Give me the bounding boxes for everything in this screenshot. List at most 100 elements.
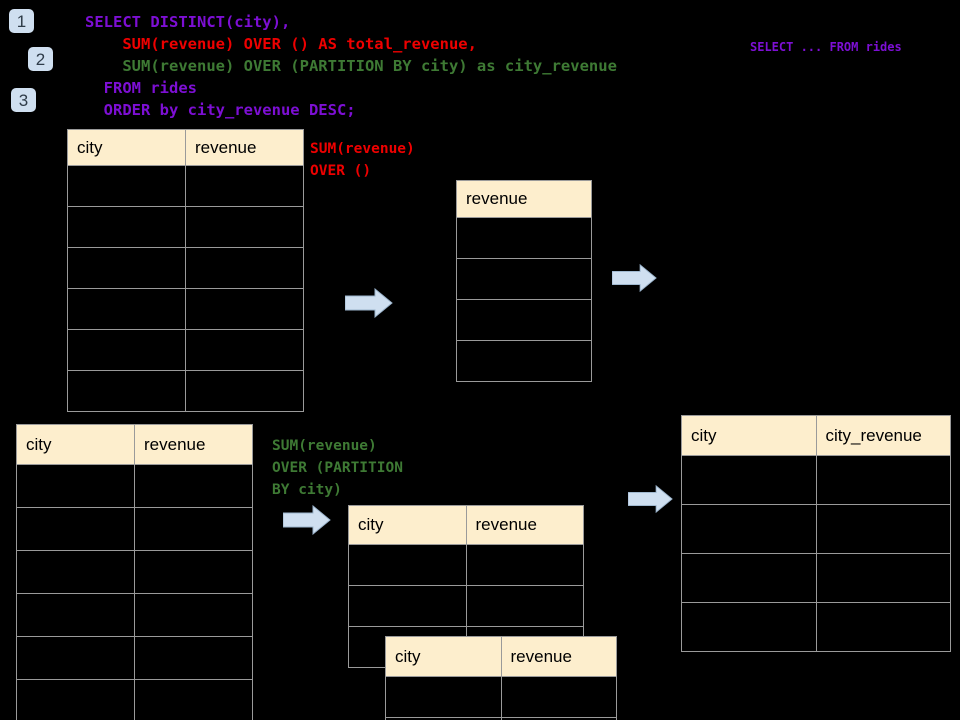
table-cell	[456, 340, 592, 382]
table-row	[67, 288, 304, 330]
table-row	[456, 299, 592, 341]
sql-side-note: SELECT ... FROM rides	[750, 40, 902, 54]
column-header-city: city	[385, 636, 502, 677]
table-row	[456, 217, 592, 259]
table-row	[16, 636, 253, 680]
table-header-row: city revenue	[67, 129, 304, 166]
table-cell	[16, 636, 135, 680]
table-cell	[815, 602, 951, 652]
table-cell	[134, 550, 253, 594]
table-source-rides-bottom: city revenue	[16, 424, 253, 720]
table-body	[385, 676, 617, 720]
column-header-revenue: revenue	[185, 129, 304, 166]
table-row	[67, 329, 304, 371]
table-cell	[456, 217, 592, 259]
table-cell	[134, 593, 253, 637]
sql-line-order-by: ORDER by city_revenue DESC;	[85, 101, 356, 119]
table-row	[67, 165, 304, 207]
table-row	[681, 602, 951, 652]
table-cell	[134, 507, 253, 551]
table-row	[385, 717, 617, 720]
table-cell	[134, 636, 253, 680]
table-cell	[465, 544, 584, 586]
sql-line-city-revenue: SUM(revenue) OVER (PARTITION BY city) as…	[85, 57, 617, 75]
table-cell	[16, 593, 135, 637]
table-cell	[67, 165, 186, 207]
table-result-city-revenue: city city_revenue	[681, 415, 951, 652]
column-header-revenue: revenue	[134, 424, 253, 465]
table-total-revenue: revenue	[456, 180, 592, 382]
table-row	[348, 544, 584, 586]
column-header-revenue: revenue	[500, 636, 617, 677]
table-cell	[815, 504, 951, 554]
table-header-row: city revenue	[348, 505, 584, 545]
arrow-right-icon	[283, 505, 331, 535]
arrow-right-icon	[612, 263, 657, 293]
step-badge-2: 2	[28, 47, 53, 71]
column-header-city-revenue: city_revenue	[815, 415, 951, 456]
table-cell	[134, 464, 253, 508]
table-cell	[185, 288, 304, 330]
table-cell	[681, 504, 817, 554]
table-cell	[348, 544, 467, 586]
table-body	[456, 217, 592, 382]
table-cell	[815, 553, 951, 603]
table-source-rides-top: city revenue	[67, 129, 304, 412]
table-row	[16, 679, 253, 720]
table-cell	[185, 329, 304, 371]
table-cell	[348, 585, 467, 627]
table-cell	[456, 258, 592, 300]
table-header-row: city city_revenue	[681, 415, 951, 456]
table-cell	[67, 206, 186, 248]
sql-code-block: SELECT DISTINCT(city), SUM(revenue) OVER…	[85, 11, 617, 121]
column-header-revenue: revenue	[456, 180, 592, 218]
table-row	[681, 455, 951, 505]
table-cell	[456, 299, 592, 341]
table-cell	[185, 247, 304, 289]
table-row	[385, 676, 617, 718]
table-cell	[185, 370, 304, 412]
table-row	[16, 593, 253, 637]
sql-line-from: FROM rides	[85, 79, 197, 97]
annotation-sum-over-empty: SUM(revenue) OVER ()	[310, 141, 415, 179]
step-badge-1: 1	[9, 9, 34, 33]
table-row	[681, 504, 951, 554]
table-cell	[385, 676, 502, 718]
table-cell	[134, 679, 253, 720]
step-badge-1-label: 1	[16, 11, 27, 31]
table-cell	[465, 585, 584, 627]
table-cell	[67, 370, 186, 412]
column-header-city: city	[16, 424, 135, 465]
table-row	[16, 550, 253, 594]
arrow-right-icon	[345, 288, 393, 318]
table-cell	[815, 455, 951, 505]
column-header-city: city	[348, 505, 467, 545]
table-row	[456, 258, 592, 300]
table-cell	[681, 455, 817, 505]
column-header-revenue: revenue	[465, 505, 584, 545]
step-badge-3: 3	[11, 88, 36, 112]
table-cell	[16, 464, 135, 508]
table-row	[67, 206, 304, 248]
table-partition-group-front: city revenue	[385, 636, 617, 720]
table-cell	[67, 329, 186, 371]
table-body	[16, 464, 253, 720]
table-cell	[67, 247, 186, 289]
sql-line-total-revenue: SUM(revenue) OVER () AS total_revenue,	[85, 35, 477, 53]
annotation-sum-over-partition: SUM(revenue) OVER (PARTITION BY city)	[272, 438, 403, 498]
table-body	[67, 165, 304, 412]
table-header-row: revenue	[456, 180, 592, 218]
table-row	[16, 507, 253, 551]
table-row	[681, 553, 951, 603]
table-row	[67, 370, 304, 412]
table-cell	[16, 550, 135, 594]
table-cell	[16, 679, 135, 720]
table-cell	[681, 602, 817, 652]
table-cell	[185, 206, 304, 248]
table-header-row: city revenue	[385, 636, 617, 677]
table-header-row: city revenue	[16, 424, 253, 465]
table-row	[348, 585, 584, 627]
table-cell	[185, 165, 304, 207]
column-header-city: city	[681, 415, 817, 456]
